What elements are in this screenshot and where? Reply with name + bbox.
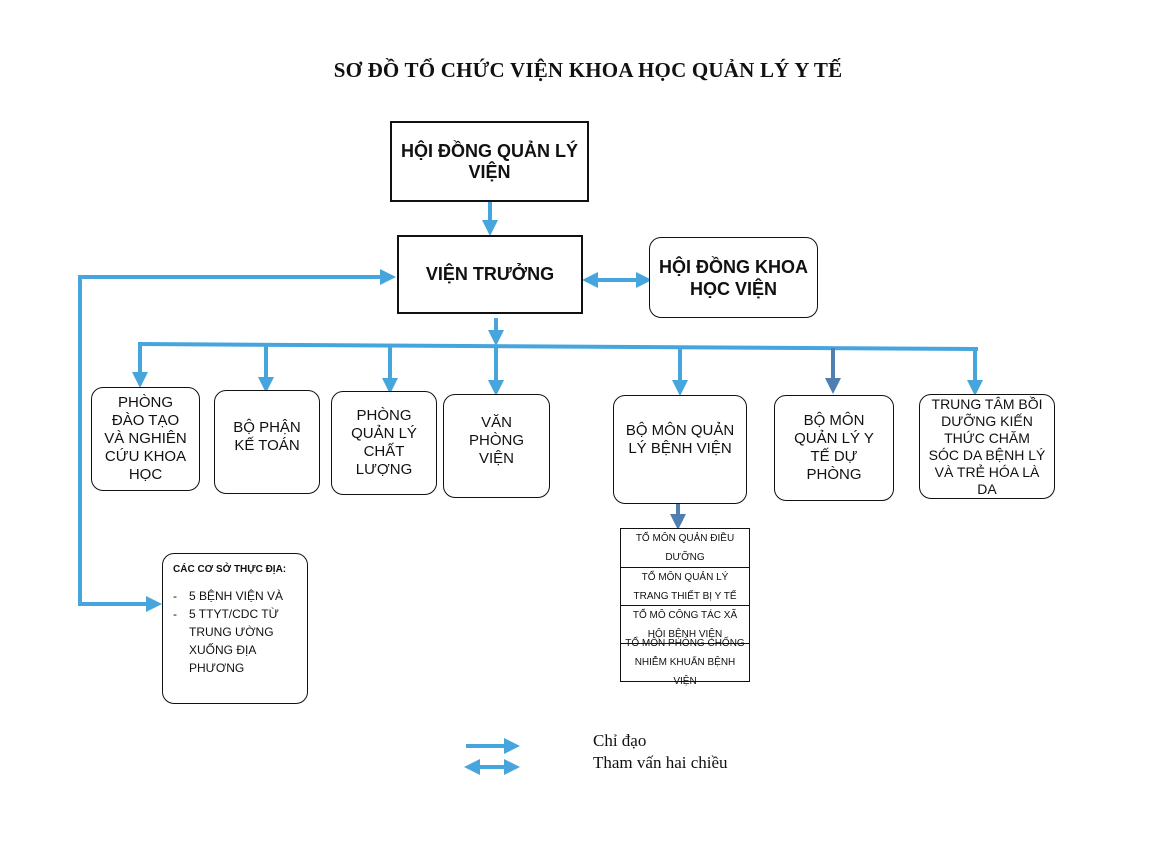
department-box-3: PHÒNG QUẢN LÝ CHẤT LƯỢNG bbox=[331, 391, 437, 495]
field-sites-box: CÁC CƠ SỞ THỰC ĐỊA: - 5 BỆNH VIỆN VÀ - 5… bbox=[162, 553, 308, 704]
department-box-7: TRUNG TÂM BỒI DƯỠNG KIẾN THỨC CHĂM SÓC D… bbox=[919, 394, 1055, 499]
field-sites-continuation: TRUNG ƯỜNG XUỐNG ĐỊA PHƯƠNG bbox=[189, 625, 274, 675]
department-box-6: BỘ MÔN QUẢN LÝ Y TẾ DỰ PHÒNG bbox=[774, 395, 894, 501]
field-sites-item-text: 5 BỆNH VIỆN VÀ bbox=[189, 589, 284, 603]
list-dash: - bbox=[173, 607, 177, 621]
department-box-2: BỘ PHẬN KẾ TOÁN bbox=[214, 390, 320, 494]
science-council-box: HỘI ĐỒNG KHOA HỌC VIỆN bbox=[649, 237, 818, 318]
bus-horizontal bbox=[137, 342, 979, 351]
department-label-7: TRUNG TÂM BỒI DƯỠNG KIẾN THỨC CHĂM SÓC D… bbox=[928, 395, 1046, 497]
department-box-4: VĂN PHÒNG VIỆN bbox=[443, 394, 550, 498]
management-board-label: HỘI ĐỒNG QUẢN LÝ VIỆN bbox=[400, 140, 578, 182]
department-box-1: PHÒNG ĐÀO TẠO VÀ NGHIÊN CỨU KHOA HỌC bbox=[91, 387, 200, 491]
field-sites-title: CÁC CƠ SỞ THỰC ĐỊA: bbox=[173, 564, 287, 575]
director-box: VIỆN TRƯỞNG bbox=[397, 235, 583, 314]
sub-unit-row: TỔ MÔN QUẢN ĐIỀU DƯỠNG bbox=[635, 533, 735, 563]
management-board-box: HỘI ĐỒNG QUẢN LÝ VIỆN bbox=[390, 121, 589, 202]
department-box-5: BỘ MÔN QUẢN LÝ BỆNH VIỆN bbox=[613, 395, 747, 504]
science-council-label: HỘI ĐỒNG KHOA HỌC VIỆN bbox=[658, 256, 808, 299]
department-label-5: BỘ MÔN QUẢN LÝ BỆNH VIỆN bbox=[625, 421, 735, 457]
sub-unit-row: TỔ MÔN QUẢN LÝ TRANG THIẾT BỊ Y TẾ bbox=[621, 567, 749, 605]
field-sites-item-text: 5 TTYT/CDC TỪ bbox=[189, 607, 279, 621]
field-sites-item: - 5 BỆNH VIỆN VÀ bbox=[173, 587, 299, 605]
legend-consult-label: Tham vấn hai chiều bbox=[593, 753, 728, 772]
department-label-6: BỘ MÔN QUẢN LÝ Y TẾ DỰ PHÒNG bbox=[794, 412, 874, 483]
department-label-3: PHÒNG QUẢN LÝ CHẤT LƯỢNG bbox=[351, 407, 417, 478]
department-label-2: BỘ PHẬN KẾ TOÁN bbox=[233, 419, 301, 454]
field-sites-item: - 5 TTYT/CDC TỪ bbox=[173, 605, 299, 623]
legend-directive-label: Chỉ đạo bbox=[593, 731, 647, 750]
director-label: VIỆN TRƯỞNG bbox=[425, 264, 555, 284]
sub-unit-row: TỔ MÔN PHÒNG CHỐNG NHIỄM KHUẨN BỆNH VIỆN bbox=[621, 638, 749, 687]
diagram-title: SƠ ĐỒ TỔ CHỨC VIỆN KHOA HỌC QUẢN LÝ Y TẾ bbox=[333, 58, 843, 82]
list-dash: - bbox=[173, 589, 177, 603]
sub-units-table: TỔ MÔN QUẢN ĐIỀU DƯỠNG TỔ MÔN QUẢN LÝ TR… bbox=[620, 528, 750, 687]
department-label-1: PHÒNG ĐÀO TẠO VÀ NGHIÊN CỨU KHOA HỌC bbox=[104, 394, 187, 483]
department-label-4: VĂN PHÒNG VIỆN bbox=[468, 414, 524, 467]
sub-unit-row: TỔ MÔ CÔNG TÁC XÃ HỘI BỆNH VIỆN bbox=[621, 605, 749, 643]
